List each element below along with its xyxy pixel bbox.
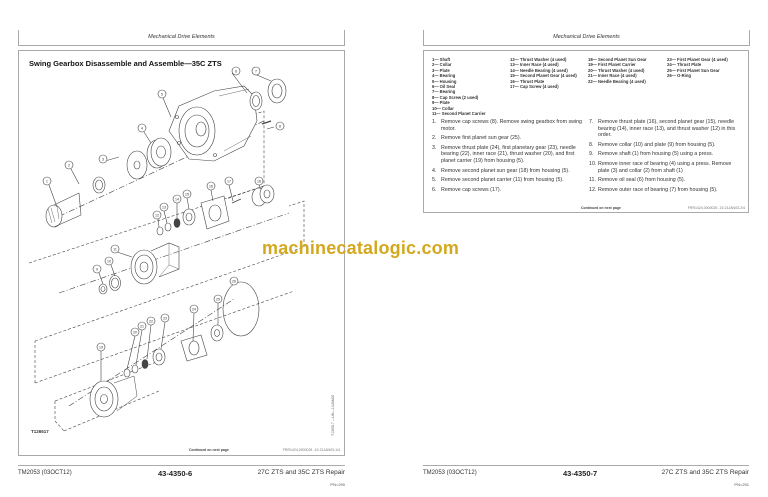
legend-item: 15— Second Planet Gear (4 used) (510, 73, 577, 79)
legend-item: 12— Thrust Washer (4 used) (510, 57, 567, 62)
legend-item: 25— First Planet Sun Gear (667, 67, 720, 73)
svg-text:12: 12 (155, 214, 159, 218)
page-footer: TM2053 (03OCT12) 43-4350-7 27C ZTS and 3… (423, 465, 749, 496)
svg-text:19: 19 (99, 346, 103, 350)
legend-column-2: 12— Thrust Washer (4 used) 13— Inner Rac… (510, 57, 577, 89)
procedure-step: 5.Remove second planet carrier (11) from… (432, 177, 564, 184)
procedure-box: Swing Gearbox Disassemble and Assemble—3… (18, 50, 345, 456)
svg-text:3: 3 (102, 158, 104, 162)
svg-text:16: 16 (209, 185, 213, 189)
exploded-view-diagram: 1 2 3 4 5 6 7 8 9 10 11 12 13 14 15 16 1… (28, 66, 305, 432)
legend-item: 2— Collar (432, 62, 452, 68)
procedure-step: 10.Remove inner race of bearing (4) usin… (589, 160, 732, 174)
right-page: Mechanical Drive Elements 1— Shaft 2— Co… (384, 0, 768, 497)
svg-text:23: 23 (163, 317, 167, 321)
steps-column-left: 1.Remove cap screws (8). Remove swing ge… (432, 119, 582, 196)
svg-text:2: 2 (68, 164, 70, 168)
svg-text:22: 22 (149, 320, 153, 324)
procedure-step: 12.Remove outer race of bearing (7) from… (589, 186, 718, 193)
svg-text:5: 5 (161, 93, 163, 97)
svg-text:17: 17 (227, 180, 231, 184)
legend-item: 18— Second Planet Sun Gear (588, 57, 647, 62)
page-number: 43-4350-7 (563, 469, 598, 478)
procedure-step: 7.Remove thrust plate (16), second plane… (589, 119, 736, 139)
steps-column-right: 7.Remove thrust plate (16), second plane… (589, 119, 744, 196)
pn-number: PN=290 (330, 482, 345, 487)
svg-text:9: 9 (96, 268, 98, 272)
legend-item: 10— Collar (432, 105, 454, 111)
legend-column-3: 18— Second Planet Sun Gear 19— First Pla… (588, 57, 647, 84)
svg-text:7: 7 (255, 70, 257, 74)
housing-part (168, 85, 258, 162)
legend-item: 11— Second Planet Carrier (432, 111, 486, 117)
legend-item: 19— First Planet Carrier (588, 62, 636, 68)
continued-note: Continued on next page (189, 448, 229, 452)
legend-item: 9— Plate (432, 100, 450, 106)
legend-item: 20— Thrust Washer (4 used) (588, 67, 645, 73)
svg-text:24: 24 (192, 308, 196, 312)
page-header: Mechanical Drive Elements (18, 30, 345, 46)
procedure-step: 8.Remove collar (10) and plate (9) from … (589, 141, 716, 148)
svg-text:4: 4 (141, 127, 143, 131)
left-page: Mechanical Drive Elements Swing Gearbox … (18, 30, 345, 496)
svg-text:1: 1 (46, 180, 48, 184)
legend-item: 17— Cap Screw (4 used) (510, 84, 559, 90)
svg-text:10: 10 (107, 260, 111, 264)
legend-item: 13— Inner Race (4 used) (510, 62, 559, 68)
procedure-step: 4.Remove second planet sun gear (18) fro… (432, 167, 570, 174)
legend-item: 7— Bearing (432, 89, 456, 95)
svg-text:6: 6 (235, 70, 237, 74)
svg-text:11: 11 (113, 248, 117, 252)
legend-item: 22— Needle Bearing (4 used) (588, 78, 646, 84)
callout-labels: 1 2 3 4 5 6 7 8 9 10 11 12 13 14 15 16 1… (42, 66, 285, 352)
svg-text:15: 15 (185, 193, 189, 197)
legend-column-4: 23— First Planet Gear (4 used) 24— Thrus… (667, 57, 728, 79)
section-title: 27C ZTS and 35C ZTS Repair (661, 469, 749, 476)
svg-text:21: 21 (140, 325, 144, 329)
procedure-step: 2.Remove first planet sun gear (25). (432, 135, 522, 142)
legend-item: 26— O-Ring (667, 73, 691, 79)
section-title: 27C ZTS and 35C ZTS Repair (257, 469, 345, 476)
procedure-title: Swing Gearbox Disassemble and Assemble—3… (29, 59, 222, 68)
procedure-step: 6.Remove cap screws (17). (432, 186, 502, 193)
figure-vertical-ref: T126517 —UN—14JAN00 (331, 394, 335, 436)
svg-text:13: 13 (162, 206, 166, 210)
procedure-step: 3.Remove thrust plate (24), first planet… (432, 144, 576, 164)
svg-text:26: 26 (232, 280, 236, 284)
manual-id: TM2053 (03OCT12) (423, 470, 477, 476)
svg-text:14: 14 (175, 198, 179, 202)
legend-item: 3— Plate (432, 67, 450, 73)
procedure-step: 11.Remove oil seal (6) from housing (5). (589, 177, 686, 184)
manual-id: TM2053 (03OCT12) (18, 470, 72, 476)
procedure-step: 9.Remove shaft (1) from housing (5) usin… (589, 151, 714, 158)
svg-text:25: 25 (216, 298, 220, 302)
pn-number: PN=291 (734, 482, 749, 487)
page-header: Mechanical Drive Elements (423, 30, 750, 46)
legend-item: 4— Bearing (432, 73, 456, 79)
legend-item: 16— Thrust Plate (510, 78, 545, 84)
page-number: 43-4350-6 (158, 469, 193, 478)
figure-id: T126517 (31, 429, 49, 434)
page-footer: TM2053 (03OCT12) 43-4350-6 27C ZTS and 3… (18, 465, 345, 496)
svg-text:20: 20 (133, 331, 137, 335)
shaft-part (45, 192, 82, 228)
svg-text:8: 8 (279, 125, 281, 129)
legend-item: 23— First Planet Gear (4 used) (667, 57, 728, 62)
legend-item: 8— Cap Screw (2 used) (432, 94, 479, 100)
watermark-text: machinecatalogic.com (262, 238, 460, 258)
legend-item: 21— Inner Race (4 used) (588, 73, 637, 79)
procedure-step: 1.Remove cap screws (8). Remove swing ge… (432, 119, 583, 132)
procedure-box: 1— Shaft 2— Collar 3— Plate 4— Bearing 5… (423, 50, 749, 213)
legend-item: 24— Thrust Plate (667, 62, 702, 68)
reference-code: FRR1424,0000025 -19-21JAN03-1/4 (282, 448, 340, 452)
legend-item: 5— Housing (432, 78, 457, 84)
legend-item: 6— Oil Seal (432, 84, 456, 90)
reference-code: FRR1424,0000025 -19-21JAN03-2/4 (687, 206, 745, 210)
legend-column-1: 1— Shaft 2— Collar 3— Plate 4— Bearing 5… (432, 57, 486, 116)
legend-item: 14— Needle Bearing (4 used) (510, 67, 568, 73)
svg-text:18: 18 (257, 180, 261, 184)
continued-note: Continued on next page (581, 206, 621, 210)
legend-item: 1— Shaft (432, 57, 451, 62)
